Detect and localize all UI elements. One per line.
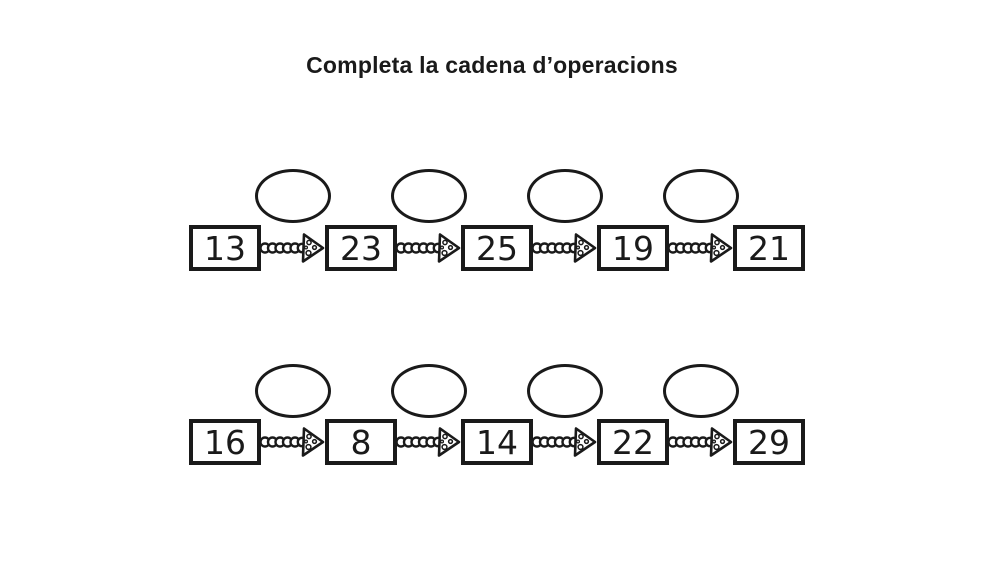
number-box: 22	[597, 419, 669, 465]
chain-beads-arrow-icon	[531, 427, 597, 457]
answer-oval[interactable]	[255, 169, 331, 223]
number-value: 29	[748, 422, 790, 462]
number-box: 14	[461, 419, 533, 465]
number-value: 25	[476, 228, 518, 268]
number-value: 19	[612, 228, 654, 268]
number-box: 16	[189, 419, 261, 465]
number-value: 23	[340, 228, 382, 268]
answer-oval[interactable]	[663, 364, 739, 418]
chain-beads-arrow-icon	[259, 233, 325, 263]
number-box: 25	[461, 225, 533, 271]
chain-beads-arrow-icon	[667, 427, 733, 457]
number-value: 22	[612, 422, 654, 462]
number-box: 29	[733, 419, 805, 465]
number-value: 21	[748, 228, 790, 268]
answer-oval[interactable]	[391, 364, 467, 418]
number-value: 8	[350, 422, 372, 462]
chain-beads-arrow-icon	[395, 233, 461, 263]
chain-beads-arrow-icon	[531, 233, 597, 263]
answer-oval[interactable]	[255, 364, 331, 418]
answer-oval[interactable]	[527, 364, 603, 418]
answer-oval[interactable]	[391, 169, 467, 223]
number-value: 16	[204, 422, 246, 462]
number-box: 13	[189, 225, 261, 271]
answer-oval[interactable]	[663, 169, 739, 223]
number-box: 8	[325, 419, 397, 465]
number-value: 14	[476, 422, 518, 462]
number-box: 19	[597, 225, 669, 271]
chain-beads-arrow-icon	[259, 427, 325, 457]
number-value: 13	[204, 228, 246, 268]
number-box: 23	[325, 225, 397, 271]
number-box: 21	[733, 225, 805, 271]
chain-beads-arrow-icon	[667, 233, 733, 263]
worksheet-title: Completa la cadena d’operacions	[306, 52, 678, 78]
answer-oval[interactable]	[527, 169, 603, 223]
chain-beads-arrow-icon	[395, 427, 461, 457]
